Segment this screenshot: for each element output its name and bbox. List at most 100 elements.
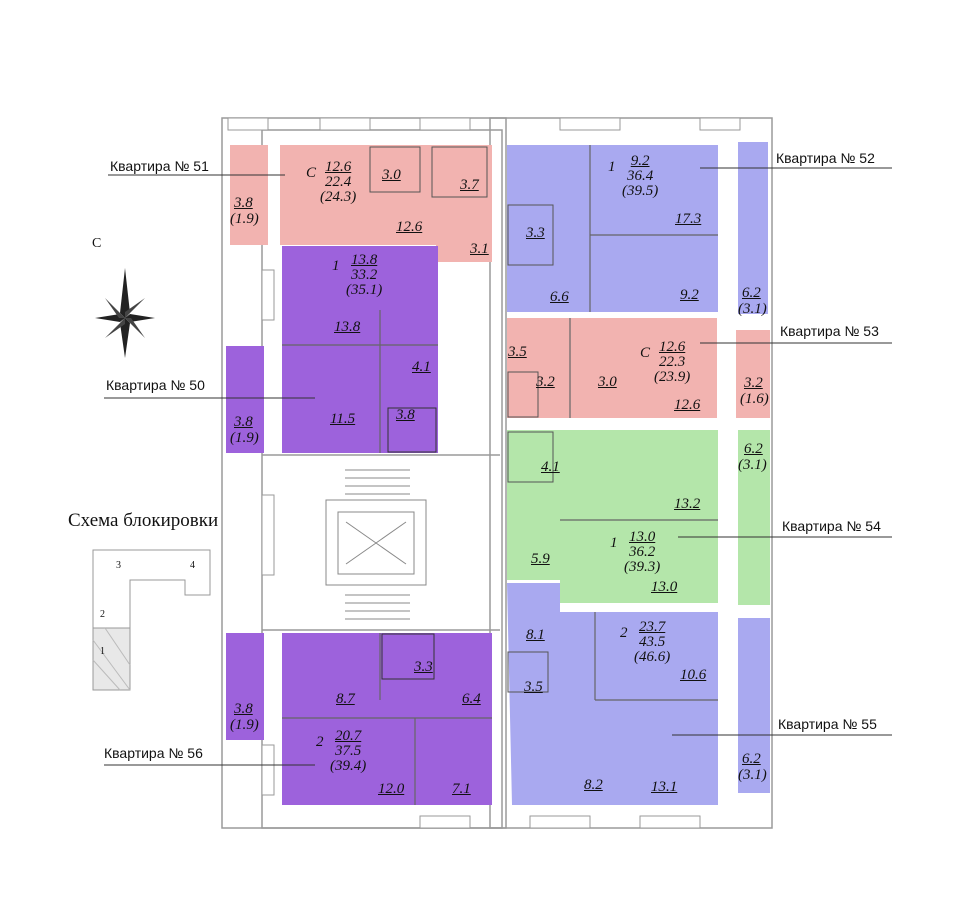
total-area-with-balcony: (39.4) bbox=[330, 758, 367, 774]
balcony-area: 3.2 bbox=[744, 375, 763, 391]
balcony-area: 3.8 bbox=[234, 195, 253, 211]
total-area: 22.4 bbox=[325, 174, 352, 190]
rooms-count: 1 bbox=[610, 535, 618, 551]
apartment-51-label: Квартира № 51 bbox=[110, 158, 209, 174]
scheme-section-3: 3 bbox=[116, 560, 121, 571]
scheme-section-2: 2 bbox=[100, 609, 105, 620]
total-area-with-balcony: (23.9) bbox=[654, 369, 691, 385]
apartment-56-label: Квартира № 56 bbox=[104, 745, 203, 761]
room-area: 3.5 bbox=[508, 344, 527, 360]
living-area: 13.0 bbox=[629, 529, 656, 545]
apartment-50-label: Квартира № 50 bbox=[106, 377, 205, 393]
room-area: 3.1 bbox=[470, 241, 489, 257]
rooms-count: С bbox=[306, 165, 317, 181]
apartment-53-summary: С 12.6 22.3 (23.9) bbox=[640, 339, 691, 385]
room-area: 4.1 bbox=[541, 459, 560, 475]
stairwell bbox=[325, 469, 427, 620]
apartment-51 bbox=[230, 145, 492, 262]
total-area: 36.4 bbox=[627, 168, 654, 184]
total-area-with-balcony: (24.3) bbox=[320, 189, 357, 205]
room-area: 7.1 bbox=[452, 781, 471, 797]
living-area: 12.6 bbox=[659, 339, 686, 355]
room-area: 11.5 bbox=[330, 411, 356, 427]
compass-rose bbox=[95, 268, 155, 358]
balcony-reduced-area: (1.9) bbox=[230, 430, 259, 446]
living-area: 23.7 bbox=[639, 619, 666, 635]
total-area: 43.5 bbox=[639, 634, 666, 650]
rooms-count: 1 bbox=[332, 258, 340, 274]
balcony-area: 6.2 bbox=[742, 751, 761, 767]
room-area: 3.5 bbox=[524, 679, 543, 695]
living-area: 9.2 bbox=[630, 153, 650, 169]
total-area-with-balcony: (39.5) bbox=[622, 183, 659, 199]
balcony-reduced-area: (3.1) bbox=[738, 457, 767, 473]
total-area-with-balcony: (46.6) bbox=[634, 649, 671, 665]
total-area: 22.3 bbox=[659, 354, 686, 370]
room-area: 6.4 bbox=[462, 691, 481, 707]
apartment-56 bbox=[226, 633, 492, 805]
total-area-with-balcony: (39.3) bbox=[624, 559, 661, 575]
rooms-count: 1 bbox=[608, 159, 616, 175]
apartment-50-summary: 1 13.8 33.2 (35.1) bbox=[332, 252, 383, 298]
apartment-52 bbox=[507, 142, 768, 314]
building-walls bbox=[221, 117, 773, 829]
room-area: 3.3 bbox=[526, 225, 545, 241]
balcony-area: 6.2 bbox=[742, 285, 761, 301]
room-area: 12.0 bbox=[378, 781, 405, 797]
room-area: 3.7 bbox=[460, 177, 479, 193]
room-area: 13.2 bbox=[674, 496, 701, 512]
rooms-count: С bbox=[640, 345, 651, 361]
apartment-55 bbox=[507, 583, 770, 805]
total-area-with-balcony: (35.1) bbox=[346, 282, 383, 298]
apartment-53 bbox=[507, 318, 770, 418]
room-area: 12.6 bbox=[396, 219, 423, 235]
apartment-50 bbox=[226, 246, 438, 453]
room-area: 9.2 bbox=[680, 287, 699, 303]
room-area: 13.8 bbox=[334, 319, 361, 335]
apartment-55-summary: 2 23.7 43.5 (46.6) bbox=[620, 619, 671, 665]
total-area: 33.2 bbox=[351, 267, 378, 283]
scheme-section-1: 1 bbox=[100, 646, 105, 657]
room-area: 17.3 bbox=[675, 211, 702, 227]
total-area: 36.2 bbox=[629, 544, 656, 560]
balcony-area: 3.8 bbox=[234, 701, 253, 717]
balcony-reduced-area: (1.9) bbox=[230, 717, 259, 733]
living-area: 12.6 bbox=[325, 159, 352, 175]
living-area: 13.8 bbox=[351, 252, 378, 268]
apartment-51-summary: С 12.6 22.4 (24.3) bbox=[306, 159, 357, 205]
apartment-54-label: Квартира № 54 bbox=[782, 518, 881, 534]
room-area: 4.1 bbox=[412, 359, 431, 375]
apartment-55-label: Квартира № 55 bbox=[778, 716, 877, 732]
balcony-reduced-area: (3.1) bbox=[738, 301, 767, 317]
apartment-56-summary: 2 20.7 37.5 (39.4) bbox=[316, 728, 367, 774]
interior-partitions bbox=[282, 145, 718, 805]
scheme-section-4: 4 bbox=[190, 560, 195, 571]
balcony-reduced-area: (1.6) bbox=[740, 391, 769, 407]
room-area: 3.0 bbox=[598, 374, 617, 390]
total-area: 37.5 bbox=[335, 743, 362, 759]
room-area: 13.0 bbox=[651, 579, 678, 595]
room-area: 6.6 bbox=[550, 289, 569, 305]
rooms-count: 2 bbox=[620, 625, 628, 641]
blocking-scheme-title: Схема блокировки bbox=[68, 510, 219, 531]
compass-north-label: С bbox=[92, 236, 102, 251]
apartment-52-label: Квартира № 52 bbox=[776, 150, 875, 166]
room-area: 3.0 bbox=[382, 167, 401, 183]
apartment-52-summary: 1 9.2 36.4 (39.5) bbox=[608, 153, 659, 199]
balcony-reduced-area: (1.9) bbox=[230, 211, 259, 227]
room-area: 13.1 bbox=[651, 779, 678, 795]
leader-lines bbox=[104, 167, 892, 766]
apartment-54-summary: 1 13.0 36.2 (39.3) bbox=[610, 529, 661, 575]
living-area: 20.7 bbox=[335, 728, 362, 744]
room-area: 3.2 bbox=[536, 374, 555, 390]
room-area: 8.7 bbox=[336, 691, 355, 707]
room-area: 3.8 bbox=[396, 407, 415, 423]
room-area: 5.9 bbox=[531, 551, 550, 567]
room-area: 8.2 bbox=[584, 777, 603, 793]
balcony-reduced-area: (3.1) bbox=[738, 767, 767, 783]
apartment-53-label: Квартира № 53 bbox=[780, 323, 879, 339]
room-area: 10.6 bbox=[680, 667, 707, 683]
room-area: 12.6 bbox=[674, 397, 701, 413]
window-marks bbox=[227, 117, 741, 829]
